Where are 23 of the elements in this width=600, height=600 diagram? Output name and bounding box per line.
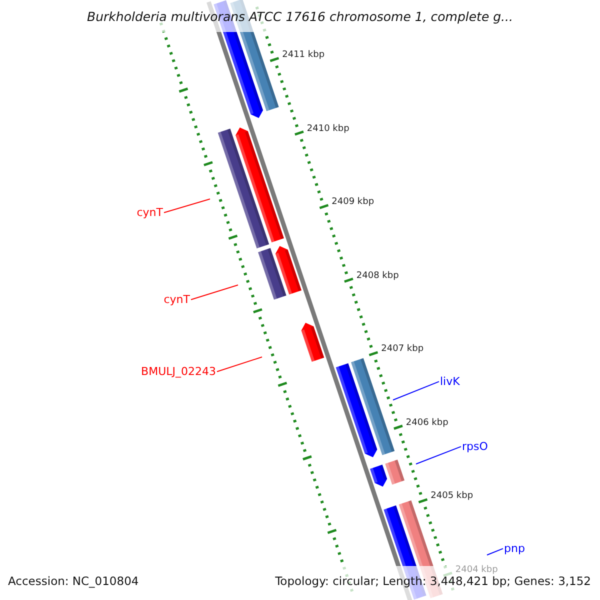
leader-line: [392, 381, 440, 400]
scale-label: 2409 kbp: [332, 197, 374, 208]
topology-text: Topology: circular; Length: 3,448,421 bp; Genes: 3,152: [275, 575, 591, 589]
scale-label: 2411 kbp: [282, 50, 325, 61]
scale-label: 2410 kbp: [306, 124, 350, 135]
leader-line: [164, 198, 210, 214]
scale-label: 2408 kbp: [356, 270, 399, 282]
scale-label: 2404 kbp: [455, 565, 498, 576]
scale-label: 2407 kbp: [381, 344, 424, 356]
gene-label: livK: [440, 375, 460, 388]
accession-text: Accession: NC_010804: [8, 575, 139, 589]
scale-label: 2405 kbp: [430, 491, 474, 502]
gene-label: BMULJ_02243: [141, 365, 216, 378]
gene-label: cynT: [136, 206, 163, 220]
gene-label: rpsO: [462, 440, 488, 454]
leader-line: [216, 356, 262, 372]
map-title: Burkholderia multivorans ATCC 17616 chromosome 1, complete g...: [87, 9, 513, 24]
leader-line: [486, 548, 504, 556]
leader-line: [416, 446, 462, 464]
leader-line: [190, 284, 238, 300]
scale-label: 2406 kbp: [406, 418, 448, 429]
gene-label: cynT: [164, 293, 190, 306]
gene-label: pnp: [504, 542, 525, 556]
